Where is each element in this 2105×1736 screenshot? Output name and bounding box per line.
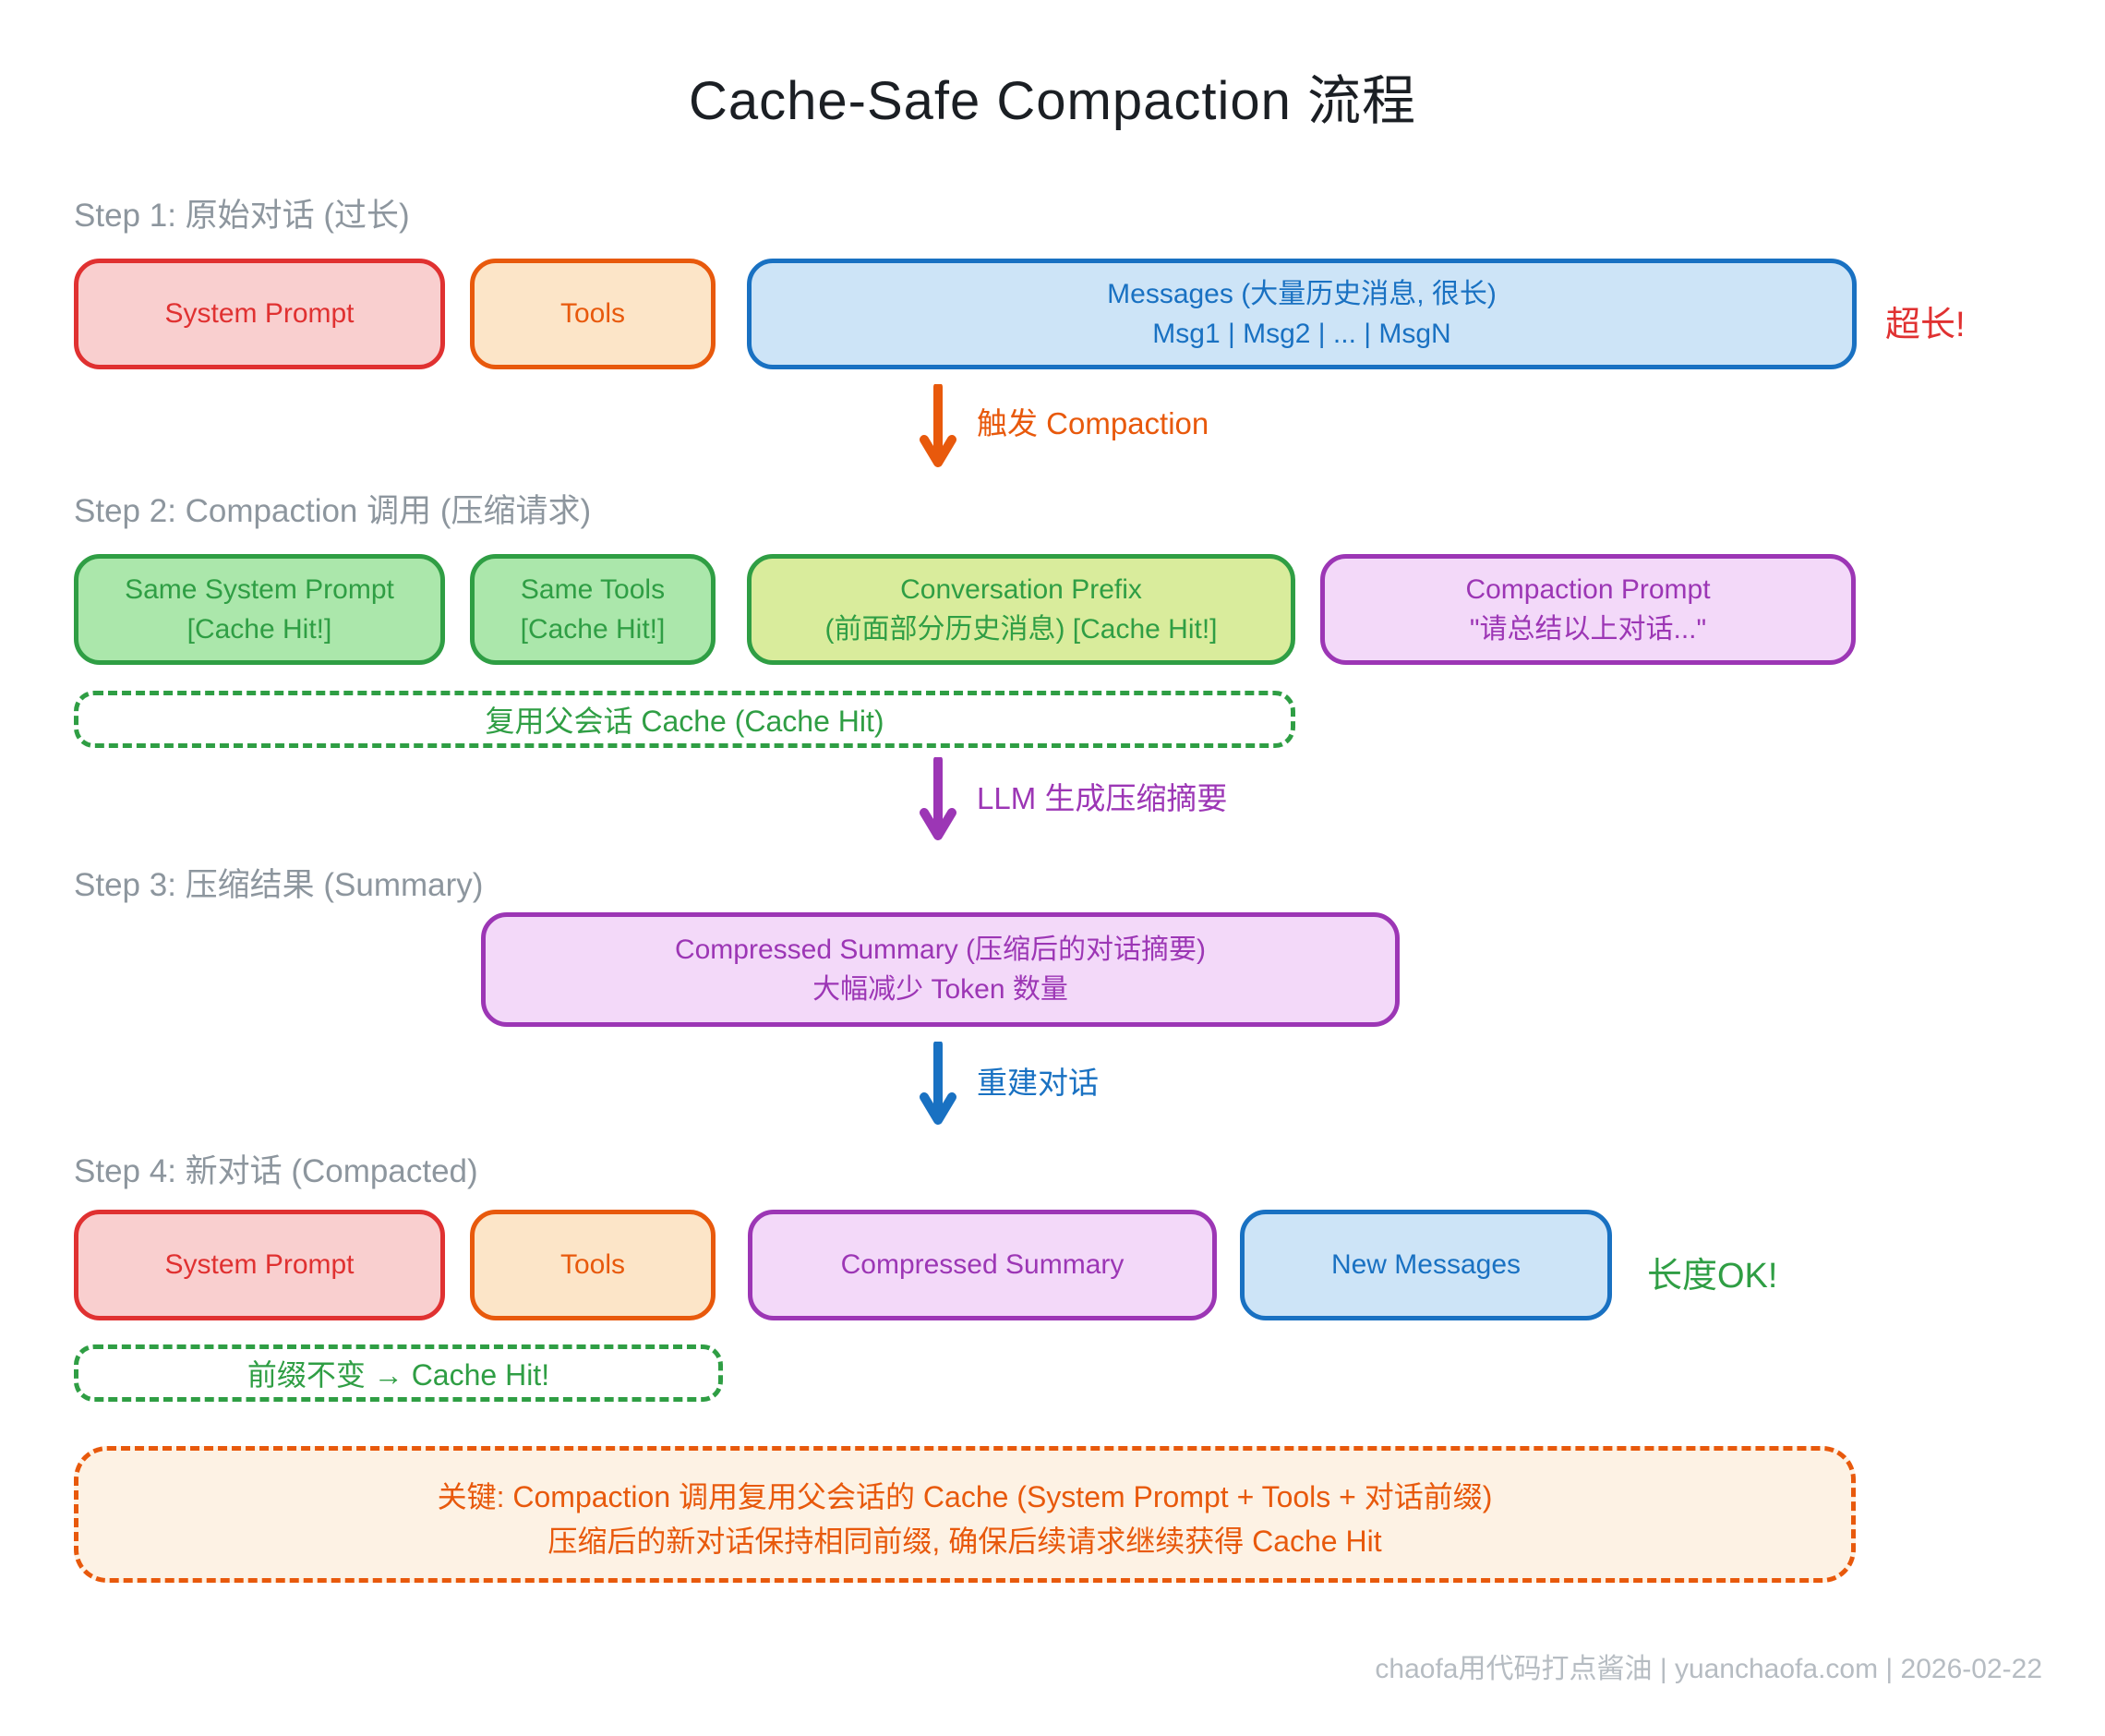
step4-prefix-cache-note: 前缀不变 → Cache Hit!	[74, 1344, 723, 1402]
step4-new-messages-text: New Messages	[1330, 1249, 1522, 1281]
step2-label: Step 2: Compaction 调用 (压缩请求)	[74, 493, 592, 529]
step2-compaction-prompt-line1: Compaction Prompt	[1465, 573, 1711, 605]
step4-compressed-summary-text: Compressed Summary	[840, 1249, 1125, 1281]
step2-conversation-prefix-box: Conversation Prefix (前面部分历史消息) [Cache Hi…	[747, 554, 1295, 665]
step4-prefix-cache-text: 前缀不变 → Cache Hit!	[247, 1358, 550, 1392]
step2-same-system-prompt-box: Same System Prompt [Cache Hit!]	[74, 554, 445, 665]
step4-compressed-summary-box: Compressed Summary	[748, 1210, 1217, 1320]
step1-messages-box: Messages (大量历史消息, 很长) Msg1 | Msg2 | ... …	[747, 259, 1857, 369]
step3-label: Step 3: 压缩结果 (Summary)	[74, 867, 484, 903]
key-note-line1: 关键: Compaction 调用复用父会话的 Cache (System Pr…	[437, 1480, 1493, 1513]
down-arrow-icon	[918, 1042, 958, 1127]
arrow2-label: LLM 生成压缩摘要	[977, 781, 1228, 815]
step2-cache-reuse-text: 复用父会话 Cache (Cache Hit)	[485, 705, 884, 738]
step1-tools-box: Tools	[470, 259, 716, 369]
step2-same-tools-line2: [Cache Hit!]	[520, 614, 666, 645]
step4-label: Step 4: 新对话 (Compacted)	[74, 1153, 478, 1189]
arrow1-label: 触发 Compaction	[977, 406, 1209, 440]
down-arrow-icon	[918, 757, 958, 842]
step3-summary-line1: Compressed Summary (压缩后的对话摘要)	[674, 934, 1207, 965]
step2-same-tools-box: Same Tools [Cache Hit!]	[470, 554, 716, 665]
step1-tools-text: Tools	[559, 298, 626, 330]
step4-tools-box: Tools	[470, 1210, 716, 1320]
step2-compaction-prompt-box: Compaction Prompt "请总结以上对话..."	[1320, 554, 1856, 665]
step2-same-system-prompt-line2: [Cache Hit!]	[186, 614, 332, 645]
step4-length-ok-note: 长度OK!	[1647, 1257, 1778, 1296]
step2-same-system-prompt-line1: Same System Prompt	[125, 573, 394, 605]
step3-compressed-summary-box: Compressed Summary (压缩后的对话摘要) 大幅减少 Token…	[481, 912, 1400, 1027]
step2-cache-reuse-note: 复用父会话 Cache (Cache Hit)	[74, 691, 1295, 748]
step4-new-messages-box: New Messages	[1240, 1210, 1612, 1320]
footer-credit: chaofa用代码打点酱油 | yuanchaofa.com | 2026-02…	[1375, 1654, 2042, 1684]
step1-label: Step 1: 原始对话 (过长)	[74, 198, 410, 234]
step3-summary-line2: 大幅减少 Token 数量	[812, 974, 1068, 1005]
arrow3-label: 重建对话	[977, 1066, 1099, 1100]
step1-messages-line2: Msg1 | Msg2 | ... | MsgN	[1152, 319, 1451, 349]
step2-conversation-prefix-line1: Conversation Prefix	[900, 573, 1142, 605]
key-note-line2: 压缩后的新对话保持相同前缀, 确保后续请求继续获得 Cache Hit	[547, 1525, 1382, 1558]
page-title: Cache-Safe Compaction 流程	[689, 71, 1416, 131]
key-note-box: 关键: Compaction 调用复用父会话的 Cache (System Pr…	[74, 1446, 1856, 1583]
down-arrow-icon	[918, 384, 958, 469]
step2-conversation-prefix-line2: (前面部分历史消息) [Cache Hit!]	[824, 614, 1218, 645]
step1-messages-line1: Messages (大量历史消息, 很长)	[1107, 278, 1497, 309]
step1-system-prompt-text: System Prompt	[164, 298, 355, 330]
step1-overflow-note: 超长!	[1885, 306, 1966, 344]
step4-system-prompt-box: System Prompt	[74, 1210, 445, 1320]
step2-compaction-prompt-line2: "请总结以上对话..."	[1469, 614, 1707, 645]
step4-tools-text: Tools	[559, 1249, 626, 1281]
step1-system-prompt-box: System Prompt	[74, 259, 445, 369]
step4-system-prompt-text: System Prompt	[164, 1249, 355, 1281]
step2-same-tools-line1: Same Tools	[520, 573, 666, 605]
